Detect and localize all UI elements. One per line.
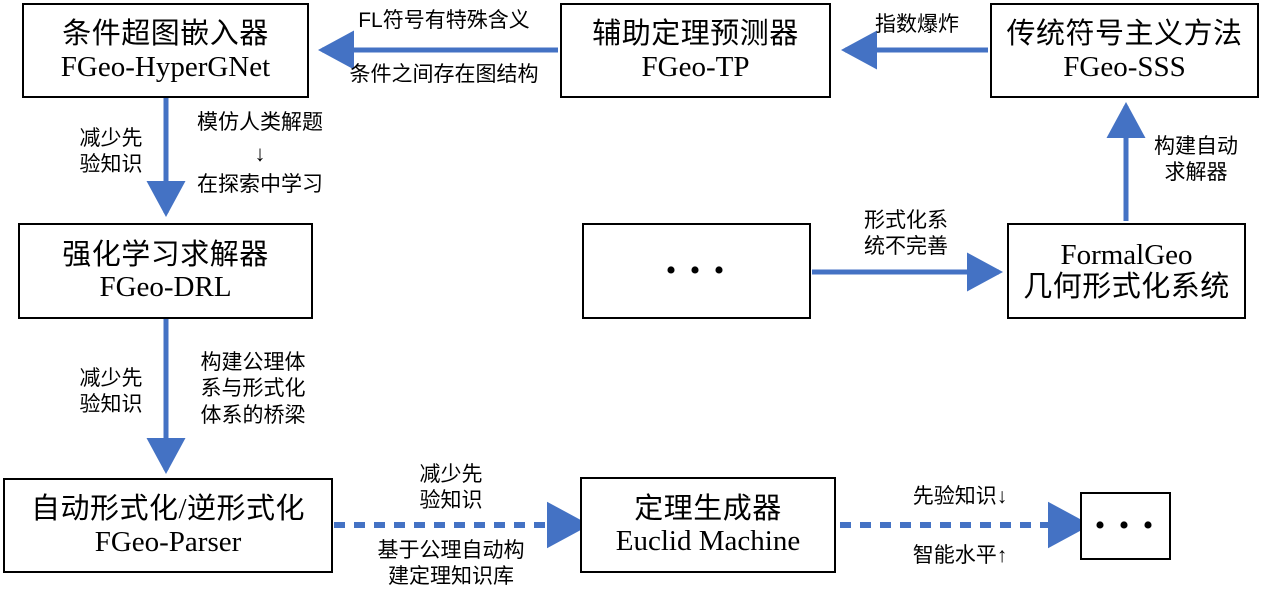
node-fgeo-tp[interactable]: 辅助定理预测器 FGeo-TP <box>560 3 831 98</box>
edge-label-euclid-to-ellipsis-above: 先验知识↓ <box>912 485 1008 508</box>
edge-label-parser-to-euclid-below: 基于公理自动构 建定理知识库 <box>377 539 525 589</box>
node-fgeo-hypergnet[interactable]: 条件超图嵌入器 FGeo-HyperGNet <box>22 3 309 98</box>
node-tp-en: FGeo-TP <box>641 50 750 83</box>
edge-label-drl-to-parser-right: 构建公理体 系与形式化 体系的桥梁 <box>200 351 306 427</box>
node-tp-cn: 辅助定理预测器 <box>592 18 799 51</box>
node-formalgeo[interactable]: FormalGeo 几何形式化系统 <box>1007 223 1246 319</box>
node-hypergnet-cn: 条件超图嵌入器 <box>62 18 269 51</box>
node-fgeo-drl[interactable]: 强化学习求解器 FGeo-DRL <box>18 223 313 319</box>
edge-label-hypergnet-to-drl-arrow: ↓ <box>254 141 266 166</box>
edge-label-ellipsis-to-formalgeo: 形式化系 统不完善 <box>864 209 948 259</box>
node-euclid-cn: 定理生成器 <box>634 492 782 525</box>
edge-label-tp-to-hypergnet-above: FL符号有特殊含义 <box>358 9 530 32</box>
edge-label-hypergnet-to-drl-left: 减少先 验知识 <box>79 127 143 177</box>
node-sss-cn: 传统符号主义方法 <box>1006 18 1243 51</box>
edge-label-hypergnet-to-drl-right-bottom: 在探索中学习 <box>197 173 323 196</box>
ellipsis-end-dots: • • • <box>1094 509 1157 542</box>
node-ellipsis-middle[interactable]: • • • <box>582 223 811 319</box>
edge-label-sss-to-tp-above: 指数爆炸 <box>875 13 959 36</box>
node-fgeo-sss[interactable]: 传统符号主义方法 FGeo-SSS <box>990 3 1259 98</box>
edge-label-parser-to-euclid-above: 减少先 验知识 <box>419 463 483 513</box>
node-sss-en: FGeo-SSS <box>1063 50 1186 83</box>
edge-label-tp-to-hypergnet-below: 条件之间存在图结构 <box>349 63 539 86</box>
node-euclid-machine[interactable]: 定理生成器 Euclid Machine <box>580 477 836 573</box>
node-parser-cn: 自动形式化/逆形式化 <box>30 493 306 526</box>
node-formalgeo-cn: 几何形式化系统 <box>1023 271 1230 303</box>
node-parser-en: FGeo-Parser <box>94 525 242 558</box>
node-drl-cn: 强化学习求解器 <box>62 238 269 271</box>
node-drl-en: FGeo-DRL <box>99 271 232 303</box>
edge-label-hypergnet-to-drl-right-top: 模仿人类解题 <box>197 111 323 134</box>
node-formalgeo-en: FormalGeo <box>1060 238 1193 271</box>
node-hypergnet-en: FGeo-HyperGNet <box>60 50 271 83</box>
node-fgeo-parser[interactable]: 自动形式化/逆形式化 FGeo-Parser <box>3 478 333 573</box>
edge-label-drl-to-parser-left: 减少先 验知识 <box>79 367 143 417</box>
edge-label-euclid-to-ellipsis-below: 智能水平↑ <box>912 544 1008 567</box>
node-euclid-en: Euclid Machine <box>615 525 801 557</box>
edge-label-formalgeo-to-sss: 构建自动 求解器 <box>1154 135 1238 185</box>
node-ellipsis-end[interactable]: • • • <box>1080 492 1171 560</box>
ellipsis-middle-dots: • • • <box>665 254 728 287</box>
